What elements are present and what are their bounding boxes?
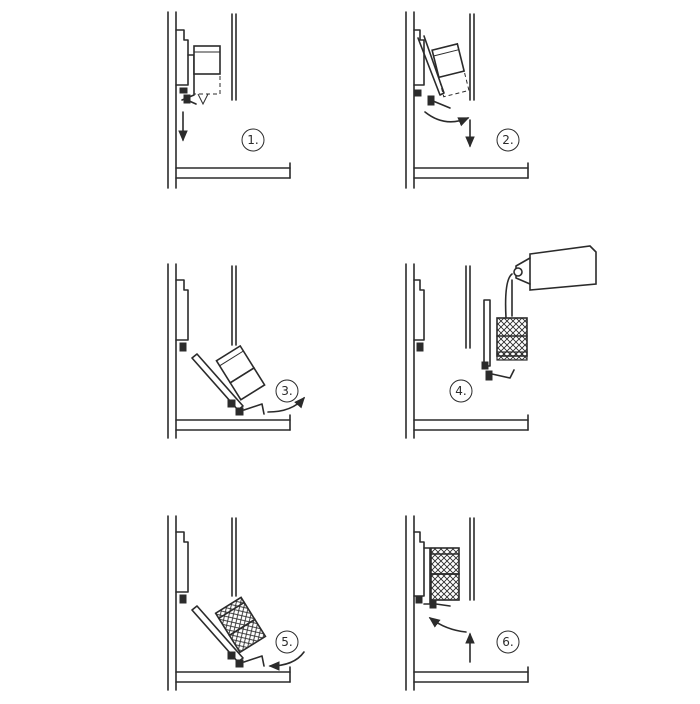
mounting-bracket xyxy=(413,29,445,96)
mounting-bracket xyxy=(413,531,431,605)
step-1-marker: 1. xyxy=(241,128,265,152)
step-5-label: 5. xyxy=(281,635,292,649)
arrow-icon xyxy=(428,617,467,633)
valve-fittings xyxy=(227,399,265,416)
step-2-marker: 2. xyxy=(496,128,520,152)
filter-cartridge-icon xyxy=(214,596,267,654)
step-3-label: 3. xyxy=(281,384,292,398)
step-1-panel: 1. xyxy=(167,11,291,189)
step-3-marker: 3. xyxy=(275,379,299,403)
valve-fittings xyxy=(414,89,451,109)
step-3-panel: 3. xyxy=(167,263,306,439)
arrow-icon xyxy=(424,111,470,127)
cabinet-frame xyxy=(167,11,291,189)
valve-fittings xyxy=(481,361,515,381)
valve-fittings xyxy=(415,595,451,609)
step-6-marker: 6. xyxy=(496,630,520,654)
step-4-panel: 4. xyxy=(405,245,597,439)
cabinet-frame xyxy=(167,515,291,691)
cabinet-frame xyxy=(405,11,529,189)
step-6-label: 6. xyxy=(502,635,513,649)
step-5-marker: 5. xyxy=(275,630,299,654)
step-4-marker: 4. xyxy=(449,379,473,403)
filter-cartridge-icon xyxy=(430,547,460,601)
arrow-icon xyxy=(268,651,305,671)
mounting-bracket xyxy=(175,531,244,663)
valve-fittings xyxy=(179,87,197,105)
filter-cartridge-icon xyxy=(215,344,266,401)
filter-cartridge-icon xyxy=(193,45,221,106)
cabinet-frame xyxy=(405,515,529,691)
arrow-icon xyxy=(267,396,306,413)
mounting-bracket xyxy=(413,279,491,367)
mounting-bracket xyxy=(175,279,244,411)
step-2-label: 2. xyxy=(502,133,513,147)
filter-cartridge-icon xyxy=(496,317,528,361)
valve-fittings xyxy=(227,651,265,668)
cabinet-frame xyxy=(405,263,529,439)
step-6-panel: 6. xyxy=(405,515,529,691)
step-1-label: 1. xyxy=(247,133,258,147)
filter-cartridge-icon xyxy=(431,42,470,98)
step-5-panel: 5. xyxy=(167,515,305,691)
step-2-panel: 2. xyxy=(405,11,529,189)
canister-icon xyxy=(504,245,597,319)
step-4-label: 4. xyxy=(455,384,466,398)
cabinet-frame xyxy=(167,263,291,439)
